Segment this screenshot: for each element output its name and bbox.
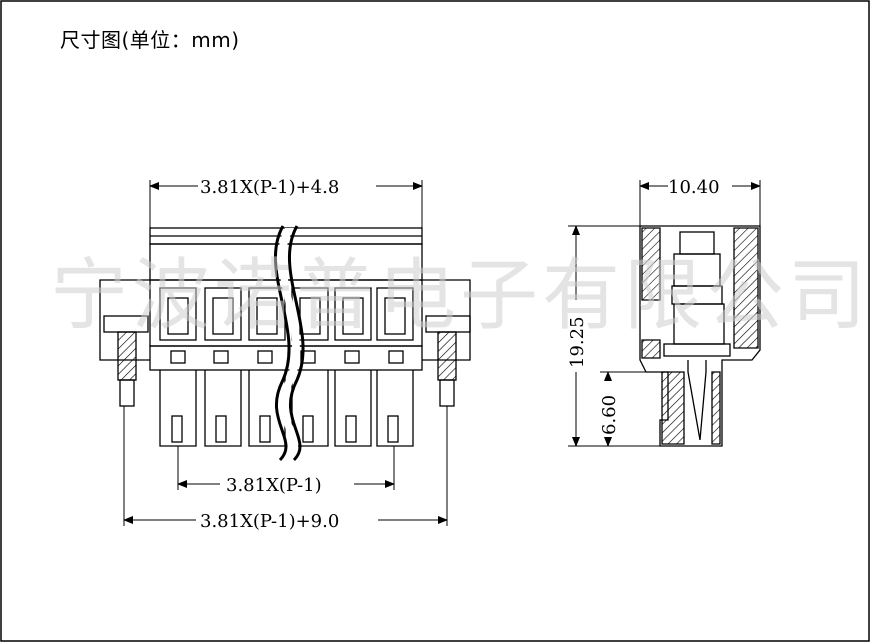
right-screw — [425, 315, 471, 407]
side-height-label: 19.25 — [567, 316, 588, 368]
side-pin-height-label: 6.60 — [599, 395, 620, 435]
pin-dimension-label: 3.81X(P-1) — [226, 475, 322, 496]
left-screw — [103, 315, 149, 407]
front-view — [99, 180, 471, 526]
top-dimension-label: 3.81X(P-1)+4.8 — [200, 177, 339, 198]
screw-access-row — [170, 350, 404, 364]
side-view — [568, 180, 761, 447]
bottom-dimension-label: 3.81X(P-1)+9.0 — [200, 511, 339, 532]
company-watermark: 宁波诺普电子有限公司 — [50, 251, 870, 341]
page-title: 尺寸图(单位：mm) — [60, 28, 240, 52]
side-width-label: 10.40 — [668, 177, 720, 198]
side-body — [639, 225, 761, 447]
